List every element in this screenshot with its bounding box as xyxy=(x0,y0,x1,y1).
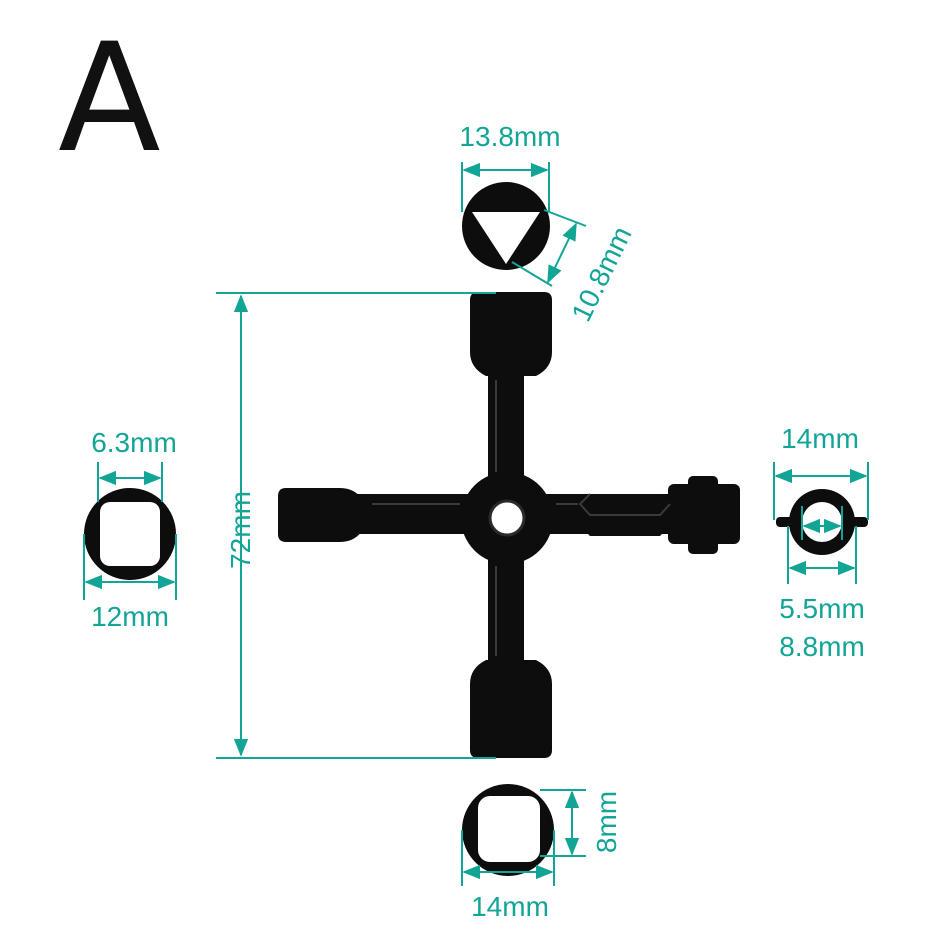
triangle-socket-hole xyxy=(472,212,540,264)
large-square-socket-hole xyxy=(478,796,540,862)
small-square-socket-view xyxy=(84,488,176,580)
large-square-socket-view xyxy=(462,784,554,876)
label-double-bit-inner: 5.5mm xyxy=(779,593,865,624)
left-head xyxy=(278,488,364,542)
variant-label: A xyxy=(58,12,161,186)
label-triangle-width: 13.8mm xyxy=(459,121,560,152)
label-large-square-outer: 14mm xyxy=(471,891,549,922)
triangle-socket-view xyxy=(462,182,550,270)
label-small-square-outer: 12mm xyxy=(91,601,169,632)
top-head xyxy=(470,292,552,376)
double-bit-socket-hole xyxy=(802,502,842,542)
dimension-lines xyxy=(83,162,869,886)
label-large-square-inner: 8mm xyxy=(591,791,622,853)
label-double-bit-bar: 8.8mm xyxy=(779,631,865,662)
double-bit-right-bar xyxy=(846,517,868,527)
label-triangle-inner: 10.8mm xyxy=(565,222,637,327)
double-bit-socket-view xyxy=(776,489,868,555)
small-square-socket-hole xyxy=(100,502,160,566)
right-end-tab xyxy=(688,476,718,554)
bottom-head xyxy=(470,660,552,758)
label-small-square-inner: 6.3mm xyxy=(91,427,177,458)
tool-highlights xyxy=(372,380,671,656)
label-overall-height: 72mm xyxy=(225,491,256,569)
hub-hole xyxy=(488,499,526,537)
label-double-bit-outer: 14mm xyxy=(781,423,859,454)
double-bit-left-bar xyxy=(776,517,798,527)
